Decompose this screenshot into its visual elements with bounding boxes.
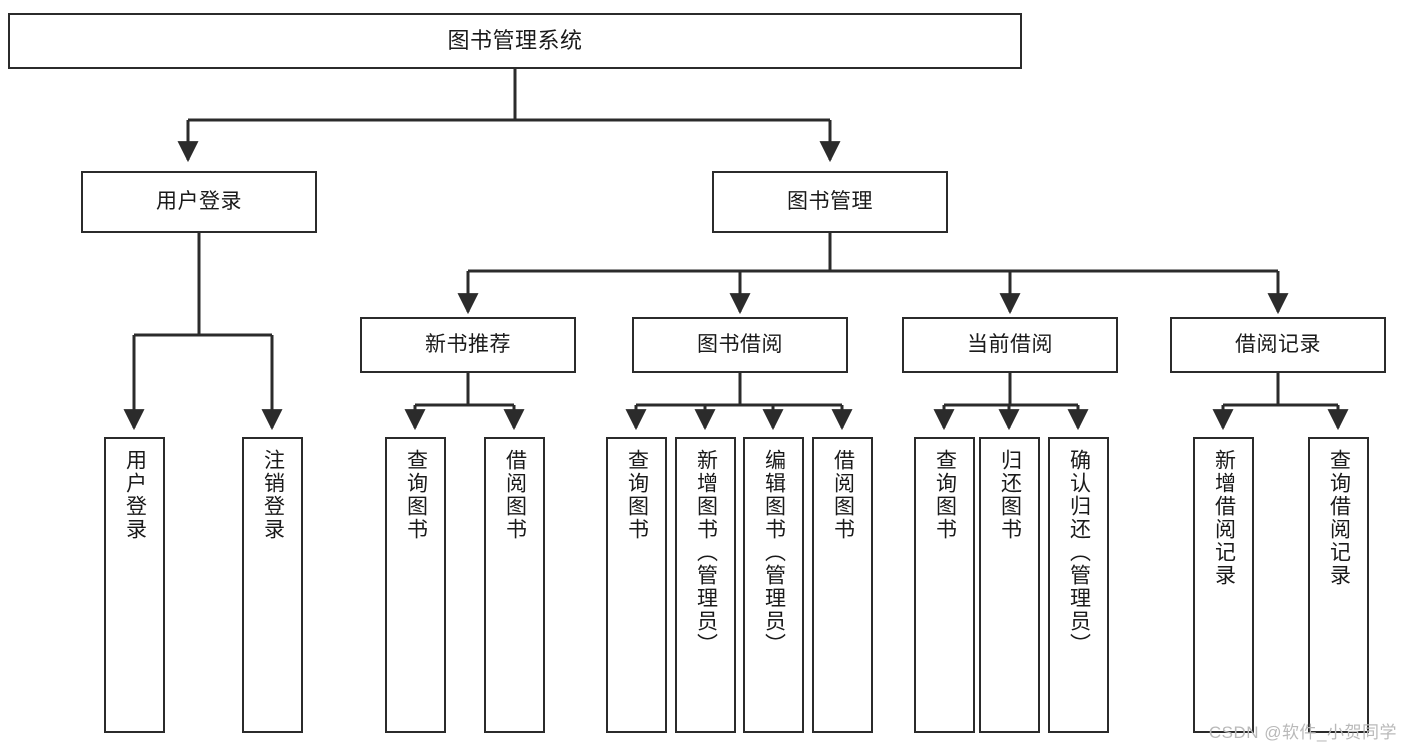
leaf-current-borrow-confirm-return-admin[interactable]: 确认归还（管理员）: [1048, 437, 1109, 733]
node-label: 查询借阅记录: [1327, 449, 1351, 587]
leaf-new-book-query-book[interactable]: 查询图书: [385, 437, 446, 733]
node-label: 图书管理: [787, 190, 873, 214]
node-label: 编辑图书（管理员）: [762, 449, 786, 656]
node-label: 查询图书: [933, 449, 957, 541]
node-label: 借阅图书: [831, 449, 855, 541]
node-label: 借阅记录: [1235, 333, 1321, 357]
node-label: 用户登录: [156, 190, 242, 214]
node-label: 图书借阅: [697, 333, 783, 357]
leaf-borrow-record-add-record[interactable]: 新增借阅记录: [1193, 437, 1254, 733]
node-book-borrow[interactable]: 图书借阅: [632, 317, 848, 373]
leaf-current-borrow-return-book[interactable]: 归还图书: [979, 437, 1040, 733]
leaf-user-login-login[interactable]: 用户登录: [104, 437, 165, 733]
csdn-watermark: CSDN @软件_小贺同学: [1208, 723, 1397, 742]
node-new-book-recommend[interactable]: 新书推荐: [360, 317, 576, 373]
node-label: 查询图书: [404, 449, 428, 541]
leaf-new-book-borrow-book[interactable]: 借阅图书: [484, 437, 545, 733]
leaf-book-borrow-query-book[interactable]: 查询图书: [606, 437, 667, 733]
node-label: 图书管理系统: [447, 27, 583, 53]
leaf-book-borrow-add-book-admin[interactable]: 新增图书（管理员）: [675, 437, 736, 733]
leaf-current-borrow-query-book[interactable]: 查询图书: [914, 437, 975, 733]
node-label: 用户登录: [123, 449, 147, 541]
node-label: 注销登录: [261, 449, 285, 541]
node-label: 归还图书: [998, 449, 1022, 541]
node-user-login[interactable]: 用户登录: [81, 171, 317, 233]
node-label: 新增借阅记录: [1212, 449, 1236, 587]
node-label: 查询图书: [625, 449, 649, 541]
leaf-book-borrow-edit-book-admin[interactable]: 编辑图书（管理员）: [743, 437, 804, 733]
node-label: 新增图书（管理员）: [694, 449, 718, 656]
leaf-user-login-logout[interactable]: 注销登录: [242, 437, 303, 733]
node-root-system[interactable]: 图书管理系统: [8, 13, 1022, 69]
node-label: 新书推荐: [425, 333, 511, 357]
node-borrow-record[interactable]: 借阅记录: [1170, 317, 1386, 373]
node-label: 当前借阅: [967, 333, 1053, 357]
node-current-borrow[interactable]: 当前借阅: [902, 317, 1118, 373]
node-label: 确认归还（管理员）: [1067, 449, 1091, 656]
node-book-management[interactable]: 图书管理: [712, 171, 948, 233]
node-label: 借阅图书: [503, 449, 527, 541]
leaf-borrow-record-query-record[interactable]: 查询借阅记录: [1308, 437, 1369, 733]
leaf-book-borrow-borrow-book[interactable]: 借阅图书: [812, 437, 873, 733]
